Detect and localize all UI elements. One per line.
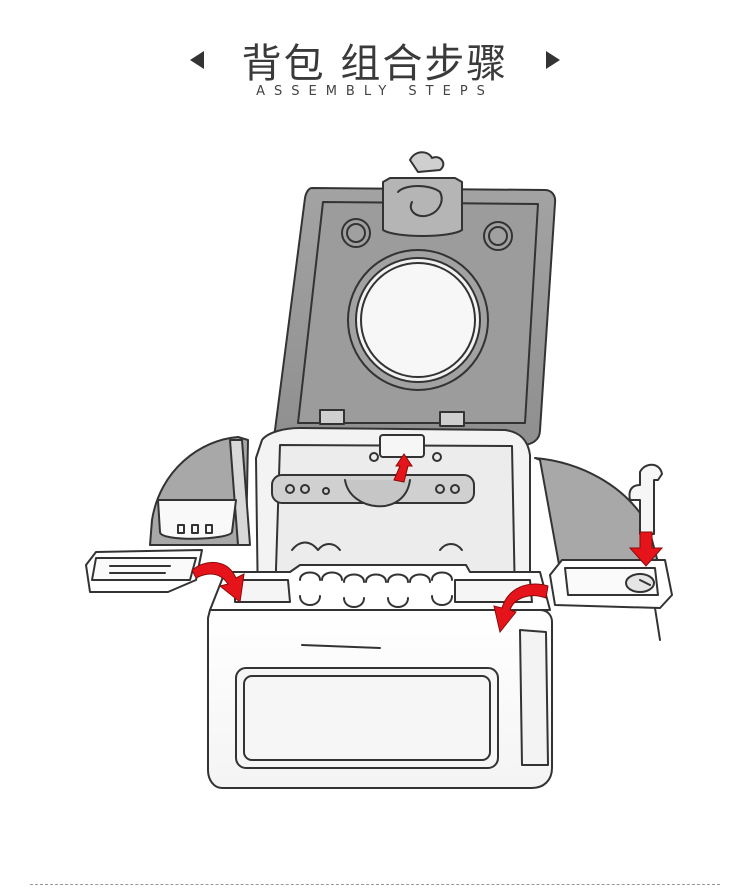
- triangle-left-icon: [189, 51, 204, 69]
- arrow-curve-right-icon: [493, 583, 549, 634]
- front-case: [207, 541, 553, 789]
- triangle-right-icon: [546, 51, 561, 69]
- arrow-up-icon: [393, 453, 413, 483]
- backpack-assembly-illustration: [85, 151, 673, 789]
- right-shelf: [549, 463, 673, 641]
- lid-panel: [273, 151, 557, 446]
- page-subtitle: ASSEMBLY STEPS: [256, 84, 494, 99]
- arrow-curve-left-icon: [191, 562, 245, 603]
- page-title: 背包 组合步骤: [241, 41, 509, 87]
- title-row: 背包 组合步骤: [0, 30, 750, 90]
- page-header: 背包 组合步骤 ASSEMBLY STEPS: [0, 0, 750, 120]
- dashed-divider: [30, 884, 720, 885]
- arrow-down-icon: [628, 531, 664, 567]
- left-shelf: [85, 499, 237, 593]
- assembly-arrows: [191, 453, 664, 634]
